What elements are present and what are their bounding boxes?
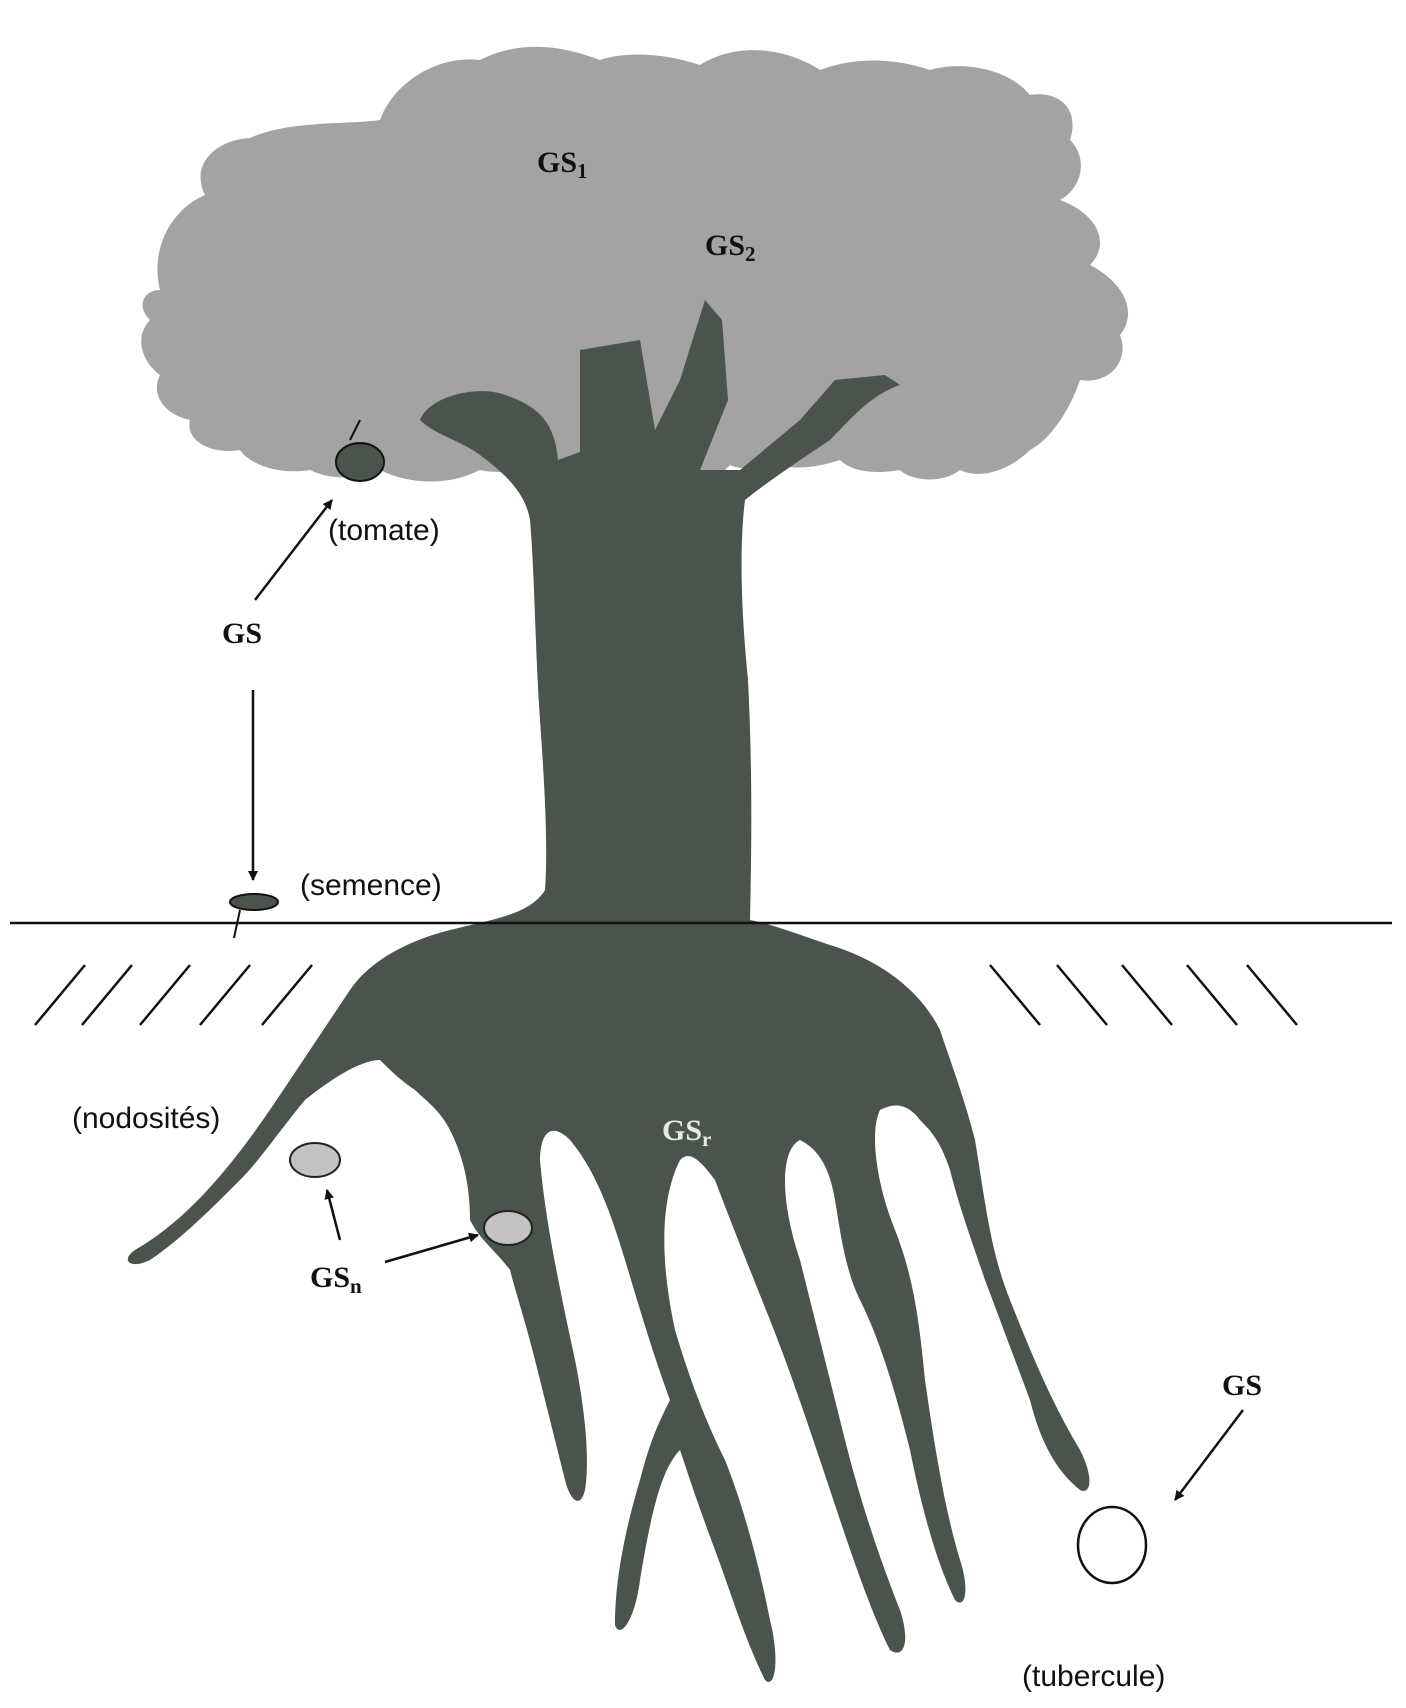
soil-hatch-right — [990, 965, 1297, 1025]
seed — [230, 894, 278, 938]
label-semence: (semence) — [300, 869, 442, 902]
arrow-gsn-to-nodule-2 — [385, 1235, 478, 1262]
nodule — [290, 1143, 340, 1177]
label-gs-top: GS — [222, 617, 262, 650]
arrow-gs-to-tuber — [1175, 1410, 1243, 1500]
tuber — [1078, 1507, 1146, 1583]
arrow-gs-to-tomato — [255, 500, 332, 600]
soil-hatch-left — [35, 965, 312, 1025]
arrow-gsn-to-nodule-1 — [327, 1190, 340, 1240]
nodule — [484, 1211, 532, 1245]
label-gsn: GSn — [310, 1261, 362, 1298]
trunk-root-shape — [128, 300, 1090, 1682]
label-gs-right: GS — [1222, 1369, 1262, 1402]
label-tubercule: (tubercule) — [1022, 1660, 1165, 1693]
label-nodosites: (nodosités) — [72, 1102, 220, 1135]
label-tomate: (tomate) — [328, 514, 440, 547]
tree-trunk-and-roots — [128, 300, 1090, 1682]
